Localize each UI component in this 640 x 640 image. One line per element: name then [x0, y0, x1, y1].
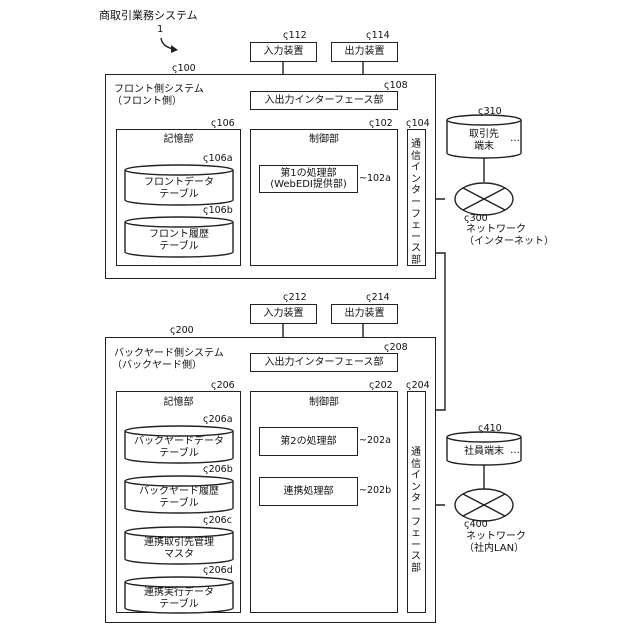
front-control-label: 制御部	[250, 134, 398, 146]
front-comm-interface-label: 通信インターフェース部	[410, 139, 422, 267]
back-input-device: 入力装置	[250, 304, 317, 324]
back-processing-unit-2-label: 第2の処理部	[260, 436, 357, 448]
back-control-ref: ς202	[369, 380, 393, 391]
front-processing-unit-1: 第1の処理部 (WebEDI提供部)	[259, 165, 358, 193]
partner-terminal-ref: ς310	[478, 106, 502, 117]
front-input-device-ref: ς112	[283, 30, 307, 41]
diagram-title: 商取引業務システム	[99, 10, 198, 22]
back-processing-unit-2: 第2の処理部	[259, 427, 358, 456]
back-table-4-label: 連携実行データ テーブル	[124, 587, 234, 611]
front-table-2-ref: ς106b	[203, 205, 233, 216]
front-io-interface: 入出力インターフェース部	[250, 91, 398, 110]
back-output-device-label: 出力装置	[332, 308, 397, 320]
back-table-3-label: 連携取引先管理 マスタ	[124, 537, 234, 561]
front-processing-unit-1-line2: (WebEDI提供部)	[260, 179, 357, 191]
back-table-1-line1: バックヤードデータ	[124, 436, 234, 448]
front-table-1-line2: テーブル	[124, 189, 234, 201]
back-output-device-ref: ς214	[366, 292, 390, 303]
lan-ref: ς400	[464, 519, 488, 530]
back-table-2-ref: ς206b	[203, 464, 233, 475]
employee-terminal-ellipsis: …	[510, 445, 520, 457]
front-storage-ref: ς106	[211, 118, 235, 129]
back-table-1-line2: テーブル	[124, 448, 234, 460]
front-table-1-line1: フロントデータ	[124, 177, 234, 189]
internet-network-icon	[455, 183, 513, 215]
front-input-device-label: 入力装置	[251, 46, 316, 58]
front-table-2-line2: テーブル	[124, 241, 234, 253]
front-table-2-label: フロント履歴 テーブル	[124, 229, 234, 253]
front-io-interface-label: 入出力インターフェース部	[251, 95, 397, 107]
back-table-4-line2: テーブル	[124, 599, 234, 611]
back-table-2-line2: テーブル	[124, 498, 234, 510]
back-table-4-ref: ς206d	[203, 565, 233, 576]
partner-terminal-ellipsis: …	[510, 133, 520, 145]
back-processing-unit-2-ref: ~202a	[359, 435, 391, 446]
title-pointer-arrowhead	[171, 45, 178, 53]
front-io-interface-ref: ς108	[384, 80, 408, 91]
front-output-device: 出力装置	[331, 42, 398, 62]
back-table-2-label: バックヤード履歴 テーブル	[124, 486, 234, 510]
back-output-device: 出力装置	[331, 304, 398, 324]
front-control-box	[250, 129, 398, 266]
front-system-ref: ς100	[172, 63, 196, 74]
back-system-sublabel: （バックヤード側）	[112, 360, 202, 372]
back-table-3-line2: マスタ	[124, 549, 234, 561]
back-input-device-ref: ς212	[283, 292, 307, 303]
back-table-3-ref: ς206c	[203, 515, 232, 526]
internet-ref: ς300	[464, 213, 488, 224]
front-processing-unit-1-ref: ~102a	[359, 173, 391, 184]
front-system-sublabel: （フロント側）	[112, 96, 182, 108]
lan-network-icon	[455, 489, 513, 521]
back-table-4-line1: 連携実行データ	[124, 587, 234, 599]
front-storage-label: 記憶部	[116, 134, 241, 146]
front-control-ref: ς102	[369, 118, 393, 129]
back-table-2-line1: バックヤード履歴	[124, 486, 234, 498]
diagram-title-ref: 1	[157, 24, 163, 36]
back-integration-unit-ref: ~202b	[359, 485, 391, 496]
back-system-ref: ς200	[170, 325, 194, 336]
back-system-label: バックヤード側システム	[114, 348, 224, 360]
front-comm-interface-ref: ς104	[406, 118, 430, 129]
front-input-device: 入力装置	[250, 42, 317, 62]
back-storage-label: 記憶部	[116, 397, 241, 409]
front-output-device-ref: ς114	[366, 30, 390, 41]
back-io-interface-ref: ς208	[384, 342, 408, 353]
back-table-3-line1: 連携取引先管理	[124, 537, 234, 549]
back-control-label: 制御部	[250, 397, 398, 409]
front-comm-interface: 通信インターフェース部	[407, 129, 426, 266]
internet-sublabel: （インターネット）	[464, 236, 554, 248]
front-output-device-label: 出力装置	[332, 46, 397, 58]
back-integration-unit: 連携処理部	[259, 477, 358, 506]
lan-sublabel: （社内LAN）	[464, 543, 524, 555]
back-table-1-label: バックヤードデータ テーブル	[124, 436, 234, 460]
back-input-device-label: 入力装置	[251, 308, 316, 320]
front-system-label: フロント側システム	[114, 84, 204, 96]
back-comm-interface-label: 通信インターフェース部	[410, 447, 422, 575]
employee-terminal-ref: ς410	[478, 423, 502, 434]
back-storage-ref: ς206	[211, 380, 235, 391]
back-integration-unit-label: 連携処理部	[260, 486, 357, 498]
back-comm-interface-ref: ς204	[406, 380, 430, 391]
back-table-1-ref: ς206a	[203, 414, 233, 425]
front-table-1-label: フロントデータ テーブル	[124, 177, 234, 201]
back-io-interface-label: 入出力インターフェース部	[251, 357, 397, 369]
back-io-interface: 入出力インターフェース部	[250, 353, 398, 372]
back-comm-interface: 通信インターフェース部	[407, 391, 426, 613]
lan-label: ネットワーク	[466, 531, 526, 543]
front-table-2-line1: フロント履歴	[124, 229, 234, 241]
front-table-1-ref: ς106a	[203, 153, 233, 164]
internet-label: ネットワーク	[466, 224, 526, 236]
